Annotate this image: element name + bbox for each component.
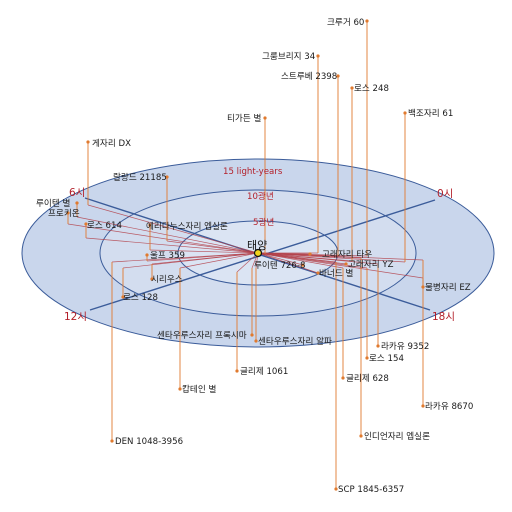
star-label: 물병자리 EZ xyxy=(425,282,471,293)
star-marker xyxy=(121,295,125,299)
star-marker xyxy=(145,253,149,257)
star-link xyxy=(85,237,259,254)
star-label: 바너드 별 xyxy=(319,268,353,279)
star-marker xyxy=(263,116,267,120)
star-marker xyxy=(336,74,340,78)
star-link xyxy=(179,252,259,269)
star-link xyxy=(257,252,337,263)
star-marker xyxy=(403,111,407,115)
star-link xyxy=(76,216,259,254)
star-marker xyxy=(84,222,88,226)
star-marker xyxy=(66,211,70,215)
star-label: 로스 128 xyxy=(123,292,158,303)
star-label: 스트루베 2398 xyxy=(281,71,337,82)
star-marker xyxy=(316,54,320,58)
star-label: DEN 1048-3956 xyxy=(115,437,183,447)
star-link xyxy=(257,252,304,266)
star-marker xyxy=(308,252,312,256)
star-label: 로스 248 xyxy=(354,83,389,94)
star-label: 그룸브리지 34 xyxy=(262,51,315,62)
hour-label-6: 6시 xyxy=(69,187,85,199)
hour-label-0: 0시 xyxy=(437,188,453,200)
star-link xyxy=(149,249,259,254)
star-marker xyxy=(254,339,258,343)
ring-label-10ly: 10광년 xyxy=(247,190,274,202)
star-label: 에리다누스자리 엡실론 xyxy=(146,220,228,232)
star-marker xyxy=(359,434,363,438)
star-marker xyxy=(86,140,90,144)
star-marker xyxy=(250,333,254,337)
star-label: 로스 614 xyxy=(87,220,122,231)
star-marker xyxy=(110,439,114,443)
star-label: 고래자리 YZ xyxy=(348,259,394,270)
hour-label-18: 18시 xyxy=(432,311,455,323)
star-marker xyxy=(365,356,369,360)
star-label: 인디언자리 엡실론 xyxy=(364,430,430,442)
star-label: 울프 359 xyxy=(150,250,185,261)
star-label: 게자리 DX xyxy=(92,138,131,149)
star-label: 글리제 1061 xyxy=(240,366,288,377)
star-label: 로스 154 xyxy=(369,353,404,364)
star-stems-layer xyxy=(66,19,425,491)
star-label: 백조자리 61 xyxy=(408,108,453,119)
star-label: 프로키온 xyxy=(48,208,80,219)
star-marker xyxy=(350,86,354,90)
star-label: 센타우루스자리 프록시마 xyxy=(157,330,247,341)
star-label: 티가든 별 xyxy=(227,113,261,124)
star-link xyxy=(87,204,259,254)
sun-label: 태양 xyxy=(247,239,267,252)
star-label: 루이텐 별 xyxy=(36,198,70,209)
star-marker xyxy=(334,487,338,491)
star-marker xyxy=(301,263,305,267)
star-link xyxy=(236,252,259,273)
star-link xyxy=(67,223,259,254)
sun-marker xyxy=(253,248,263,258)
star-link xyxy=(111,252,259,263)
star-label: 크루거 60 xyxy=(327,17,364,28)
star-label: 루이텐 726-8 xyxy=(254,260,305,271)
star-label: 라카유 8670 xyxy=(425,401,473,412)
star-marker xyxy=(316,271,320,275)
star-marker xyxy=(421,404,425,408)
star-label: 랄랑드 21185 xyxy=(113,171,167,183)
star-marker xyxy=(165,175,169,179)
star-marker xyxy=(341,376,345,380)
star-label: 캅테인 별 xyxy=(182,384,216,395)
star-marker xyxy=(178,387,182,391)
star-marker xyxy=(148,223,152,227)
star-marker xyxy=(235,369,239,373)
star-label: 글리제 628 xyxy=(346,373,389,384)
ring-label-15ly: 15 light-years xyxy=(223,167,283,177)
ring-label-5ly: 5광년 xyxy=(253,216,274,228)
star-label: 센타우루스자리 알파 xyxy=(258,336,332,347)
star-labels-layer: 크루거 60 그룸브리지 34 스트루베 2398 로스 248 백조자리 61 티가든 … xyxy=(36,17,473,495)
star-marker xyxy=(365,19,369,23)
hour-label-12: 12시 xyxy=(64,311,87,323)
star-links-layer xyxy=(67,204,424,279)
star-link xyxy=(122,252,259,269)
star-label: SCP 1845-6357 xyxy=(338,485,404,495)
star-link xyxy=(257,252,424,279)
star-link xyxy=(257,252,379,265)
star-marker xyxy=(150,277,154,281)
star-label: 라카유 9352 xyxy=(381,341,429,352)
star-marker xyxy=(376,344,380,348)
star-marker xyxy=(344,262,348,266)
star-marker xyxy=(75,201,79,205)
star-label: 고래자리 타우 xyxy=(322,249,372,260)
star-link xyxy=(257,252,319,274)
star-label: 시리우스 xyxy=(151,274,183,285)
